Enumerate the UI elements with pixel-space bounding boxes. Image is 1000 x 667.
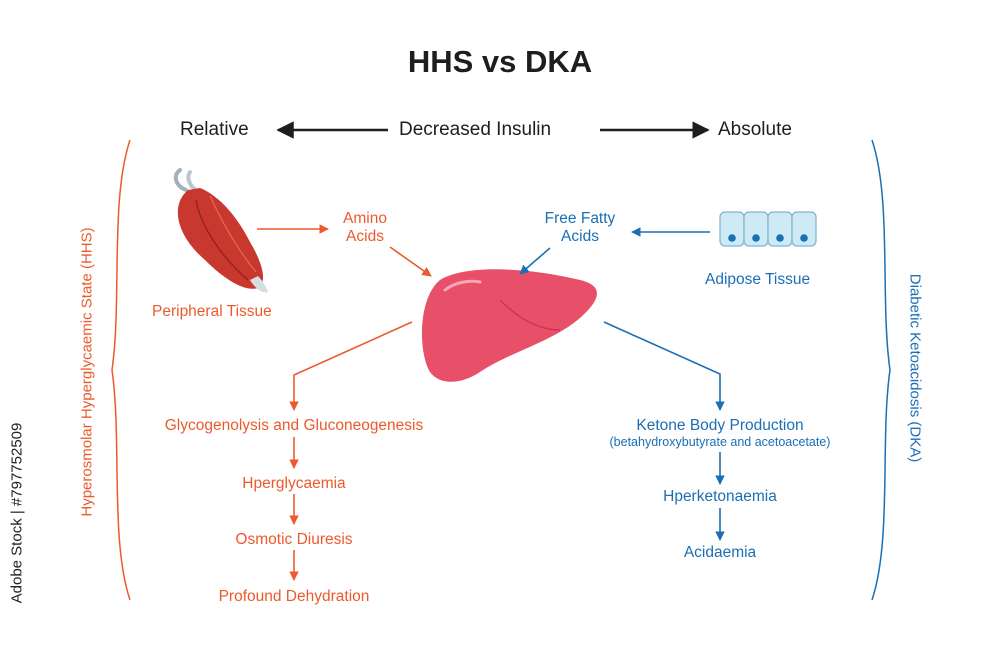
amino-acids-line1: Amino (343, 210, 387, 227)
dka-side-label: Diabetic Ketoacidosis (DKA) (906, 273, 924, 463)
page-title: HHS vs DKA (407, 44, 593, 79)
ffa-line2: Acids (561, 228, 599, 245)
liver-icon (421, 269, 597, 382)
hhs-step-3: Osmotic Diuresis (235, 531, 353, 548)
amino-acids-label: Amino Acids (330, 210, 400, 246)
insulin-relative-label: Relative (180, 119, 249, 140)
insulin-absolute-label: Absolute (718, 119, 792, 140)
dka-step-1: Hperketonaemia (663, 488, 777, 505)
hhs-side-label: Hyperosmolar Hyperglycaemic State (HHS) (78, 227, 96, 517)
adipose-cells-icon (719, 211, 817, 247)
amino-acids-line2: Acids (346, 228, 384, 245)
hhs-step-2: Hperglycaemia (242, 475, 346, 492)
ketone-subtitle: (betahydroxybutyrate and acetoacetate) (609, 435, 831, 449)
stock-watermark: Adobe Stock | #797752509 (8, 422, 26, 604)
free-fatty-acids-label: Free Fatty Acids (540, 210, 620, 246)
hhs-step-4: Profound Dehydration (218, 588, 370, 605)
hhs-brace (111, 139, 131, 601)
dka-step-2: Acidaemia (683, 544, 757, 561)
insulin-center-label: Decreased Insulin (399, 119, 552, 140)
peripheral-tissue-label: Peripheral Tissue (152, 303, 272, 320)
hhs-step-1: Glycogenolysis and Gluconeogenesis (164, 417, 424, 434)
adipose-tissue-label: Adipose Tissue (705, 271, 811, 288)
dka-brace (871, 139, 891, 601)
ffa-line1: Free Fatty (544, 210, 616, 227)
ketone-production-label: Ketone Body Production (636, 417, 804, 434)
muscle-icon (173, 168, 268, 293)
